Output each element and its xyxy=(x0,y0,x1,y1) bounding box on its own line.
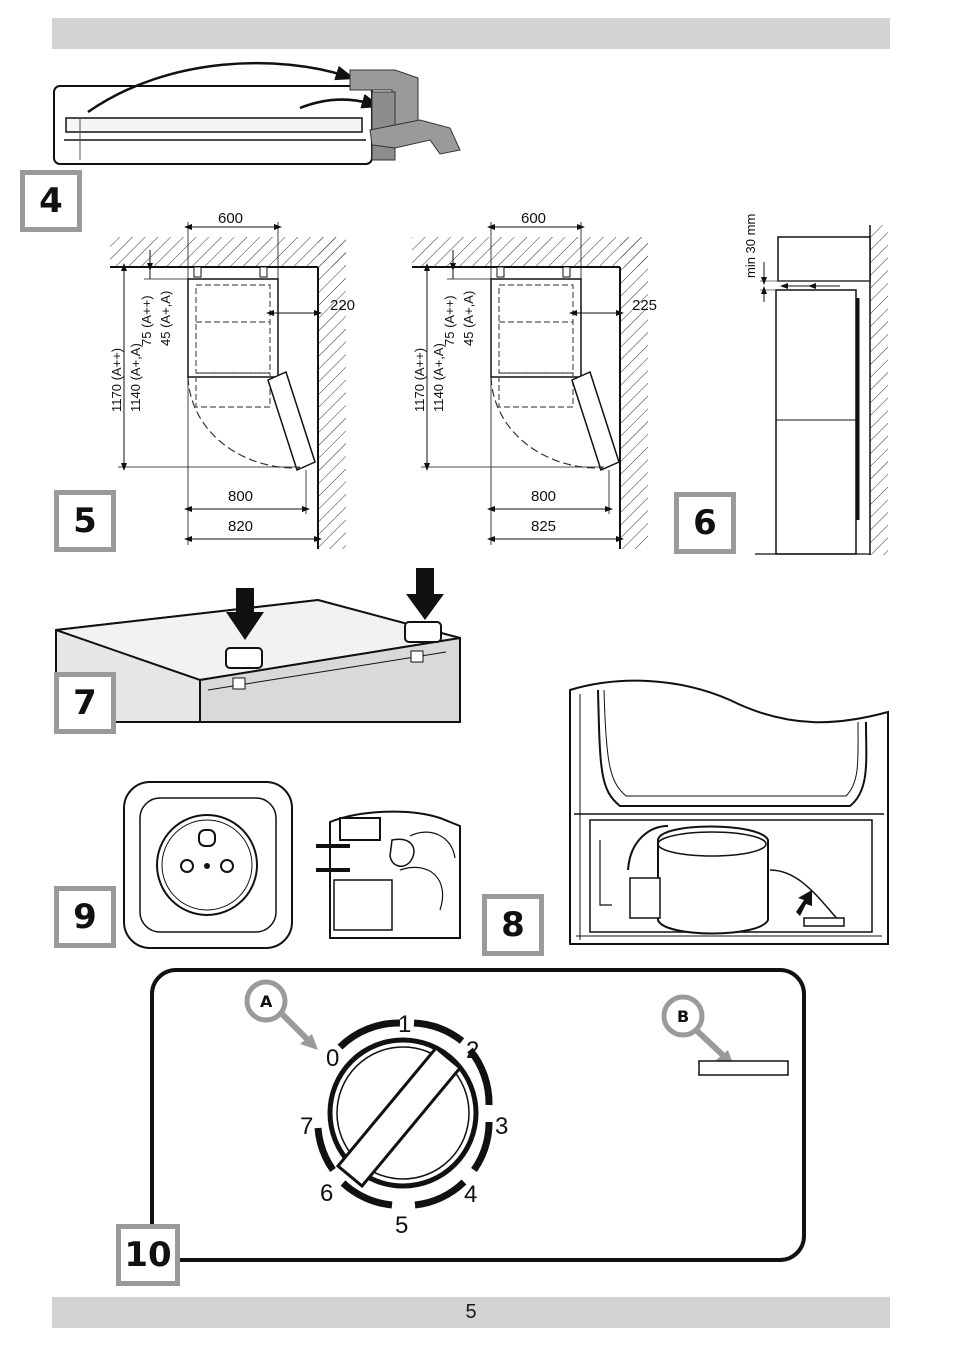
dial-number-3: 3 xyxy=(495,1113,508,1140)
figure-10-label: 10 xyxy=(116,1224,180,1286)
fig6-min-gap: min 30 mm xyxy=(743,214,758,278)
fig5-left-depth-inner: 800 xyxy=(228,488,253,505)
figure-4-illustration xyxy=(53,61,461,165)
fig5-right-height-app: 1170 (A++) xyxy=(412,348,427,412)
fig5-right-depth-inner: 800 xyxy=(531,488,556,505)
header-bar xyxy=(52,18,890,49)
figure-5-label: 5 xyxy=(54,490,116,552)
callout-a-label: A xyxy=(260,992,273,1011)
figure-8-illustration xyxy=(569,679,889,945)
figure-4-label: 4 xyxy=(20,170,82,232)
fig5-right-width-600: 600 xyxy=(521,210,546,227)
page-number: 5 xyxy=(465,1301,477,1323)
figure-7-label: 7 xyxy=(54,672,116,734)
figure-7-illustration xyxy=(55,568,461,723)
footer-bar: 5 xyxy=(52,1297,890,1328)
figure-8-label: 8 xyxy=(482,894,544,956)
figure-9-label: 9 xyxy=(54,886,116,948)
callout-b-circle xyxy=(661,994,705,1038)
fig5-right-height-a: 1140 (A+,A) xyxy=(431,343,446,412)
fig5-left-depth-outer: 820 xyxy=(228,518,253,535)
figure-6-label: 6 xyxy=(674,492,736,554)
fig5-left-height-app: 1170 (A++) xyxy=(109,348,124,412)
fig5-left-gap-app: 75 (A++) xyxy=(139,295,154,346)
dial-number-5: 5 xyxy=(395,1212,408,1239)
fig5-right-depth-outer: 825 xyxy=(531,518,556,535)
callout-a-circle xyxy=(244,979,288,1023)
fig5-left-height-a: 1140 (A+,A) xyxy=(128,343,143,412)
figure-6-drawing: min 30 mm xyxy=(743,214,888,555)
dial-number-2: 2 xyxy=(466,1037,479,1064)
figure-5-right-drawing: 600 225 800 825 1170 (A++) 1140 (A+,A) 7… xyxy=(412,210,657,549)
callout-b-label: B xyxy=(677,1007,689,1026)
dial-number-0: 0 xyxy=(326,1045,339,1072)
fig5-right-gap-app: 75 (A++) xyxy=(442,295,457,346)
figure-9-illustration xyxy=(123,781,461,949)
fig5-left-gap-a: 45 (A+,A) xyxy=(158,291,173,346)
dial-number-4: 4 xyxy=(464,1181,477,1208)
fig5-right-side-gap: 225 xyxy=(632,297,657,314)
dial-number-6: 6 xyxy=(320,1180,333,1207)
fig5-right-gap-a: 45 (A+,A) xyxy=(461,291,476,346)
figure-10-panel: 0 1 2 3 4 5 6 7 A B xyxy=(150,968,806,1262)
fig5-left-side-gap: 220 xyxy=(330,297,355,314)
figure-5-left-drawing: 600 220 800 820 1170 (A++) 1140 (A+,A) 7… xyxy=(109,210,355,549)
fig5-left-width-600: 600 xyxy=(218,210,243,227)
indicator-slot xyxy=(698,1060,789,1076)
dial-number-1: 1 xyxy=(398,1011,411,1038)
dial-number-7: 7 xyxy=(300,1113,313,1140)
